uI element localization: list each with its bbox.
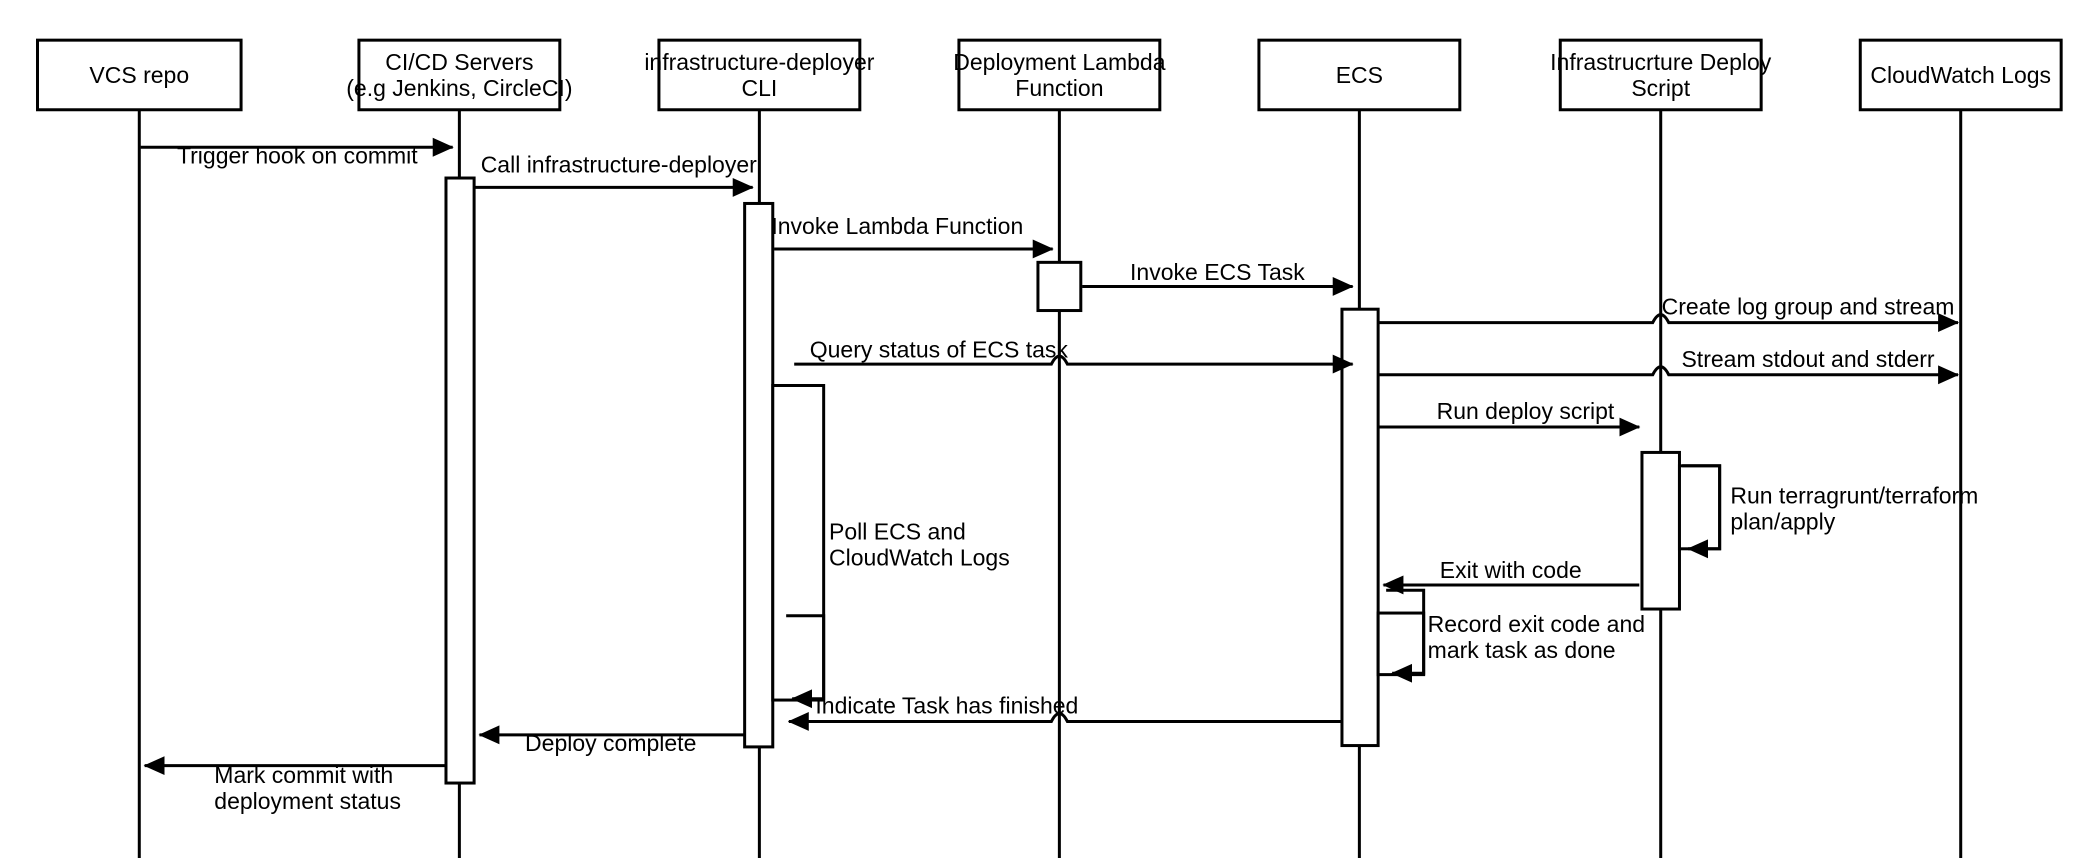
act-lambda[interactable] [1036, 260, 1083, 313]
participant-label-vcs: VCS repo [89, 62, 189, 88]
act-deploy-self[interactable] [1677, 464, 1722, 551]
act-deployscript[interactable] [1640, 450, 1681, 611]
message-m14[interactable]: Deploy complete [478, 725, 745, 756]
message-label-m11: mark task as done [1428, 637, 1616, 663]
message-line-m5 [1379, 313, 1960, 333]
message-label-m8: Run deploy script [1437, 398, 1615, 424]
activations-layer [444, 176, 1722, 785]
participant-box-cwlogs[interactable] [1858, 38, 2063, 112]
message-m5[interactable]: Create log group and stream [1379, 294, 1960, 333]
participant-box-deployscript[interactable] [1558, 38, 1763, 112]
act-cli-poll[interactable] [771, 383, 826, 702]
message-label-m10: Exit with code [1440, 557, 1582, 583]
participant-label-deployscript: Infrastrucrture Deploy [1550, 49, 1772, 75]
message-label-m9: plan/apply [1730, 508, 1835, 534]
lifeline-cwlogs[interactable]: CloudWatch Logs [1858, 38, 2063, 858]
message-label-m9: Run terragrunt/terraform [1730, 482, 1978, 508]
message-label-m14: Deploy complete [525, 730, 696, 756]
message-label-m1: Trigger hook on commit [177, 142, 418, 168]
message-m6[interactable]: Query status of ECS task [794, 336, 1354, 374]
messages-layer: Trigger hook on commit Call infrastructur… [140, 137, 1978, 814]
message-self-line-m11 [1386, 588, 1426, 683]
lifeline-ecs[interactable]: ECS [1257, 38, 1462, 858]
participant-box-vcs[interactable] [36, 38, 243, 112]
message-m2[interactable]: Call infrastructure-deployer [474, 152, 757, 197]
message-label-m5: Create log group and stream [1662, 294, 1955, 320]
message-line-m7 [1379, 365, 1960, 385]
message-m8[interactable]: Run deploy script [1379, 398, 1641, 437]
message-m10[interactable]: Exit with code [1382, 557, 1640, 595]
message-label-m7: Stream stdout and stderr [1681, 346, 1934, 372]
message-m3[interactable]: Invoke Lambda Function [771, 213, 1054, 259]
message-line-m6 [794, 354, 1354, 374]
act-ecs[interactable] [1340, 307, 1380, 748]
message-m4[interactable]: Invoke ECS Task [1082, 259, 1354, 296]
message-self-line-m9 [1682, 464, 1722, 559]
message-label-m2: Call infrastructure-deployer [481, 152, 757, 178]
message-label-m4: Invoke ECS Task [1130, 259, 1305, 285]
message-label-m11: Record exit code and [1428, 611, 1645, 637]
participant-box-cli[interactable] [657, 38, 862, 112]
participant-label-cli: infrastructure-deployer [644, 49, 874, 75]
participant-box-cicd[interactable] [357, 38, 562, 112]
message-m13[interactable]: Indicate Task has finished [787, 692, 1342, 731]
message-line-m13 [787, 712, 1342, 731]
lifelines-layer: VCS repo CI/CD Servers(e.g Jenkins, Circl… [36, 38, 2063, 858]
participant-label-lambda: Deployment Lambda [953, 49, 1165, 75]
participant-box-lambda[interactable] [957, 38, 1162, 112]
message-label-m13: Indicate Task has finished [815, 692, 1078, 718]
act-ecs-record[interactable] [1376, 611, 1426, 677]
act-cli[interactable] [743, 201, 775, 749]
participant-label-cwlogs: CloudWatch Logs [1870, 62, 2051, 88]
participant-label-deployscript: Script [1631, 75, 1690, 101]
message-label-m15: Mark commit with [214, 762, 393, 788]
participant-label-cli: CLI [741, 75, 777, 101]
participant-label-lambda: Function [1015, 75, 1103, 101]
message-label-m12: CloudWatch Logs [829, 544, 1010, 570]
message-m7[interactable]: Stream stdout and stderr [1379, 346, 1960, 385]
message-label-m15: deployment status [214, 788, 401, 814]
message-m1[interactable]: Trigger hook on commit [140, 137, 454, 168]
message-self-line-m12 [786, 614, 826, 709]
lifeline-vcs[interactable]: VCS repo [36, 38, 243, 858]
participant-box-ecs[interactable] [1257, 38, 1462, 112]
participant-label-cicd: (e.g Jenkins, CircleCI) [346, 75, 572, 101]
participant-label-ecs: ECS [1336, 62, 1383, 88]
message-label-m6: Query status of ECS task [810, 336, 1069, 362]
lifeline-cicd[interactable]: CI/CD Servers(e.g Jenkins, CircleCI) [346, 38, 572, 858]
message-label-m3: Invoke Lambda Function [771, 213, 1023, 239]
message-label-m12: Poll ECS and [829, 518, 966, 544]
act-cicd[interactable] [444, 176, 476, 785]
participant-label-cicd: CI/CD Servers [385, 49, 533, 75]
